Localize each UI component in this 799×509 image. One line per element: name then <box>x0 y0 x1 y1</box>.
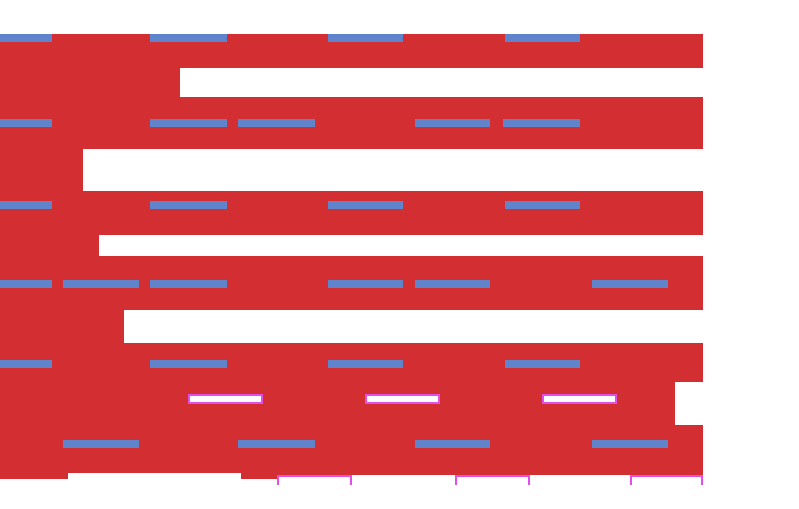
paragraph-gap-4 <box>124 310 799 343</box>
text-bar <box>415 119 490 127</box>
text-bar <box>150 280 227 288</box>
text-bar <box>238 119 315 127</box>
text-bar <box>592 280 668 288</box>
page-body-block <box>0 34 703 479</box>
text-bar <box>0 34 52 42</box>
text-bar <box>150 34 227 42</box>
text-bar <box>328 201 403 209</box>
highlight-bar-1[interactable] <box>188 394 263 404</box>
text-bar <box>505 360 580 368</box>
paragraph-gap-8 <box>530 475 630 509</box>
paragraph-gap-3 <box>99 235 799 256</box>
text-bar <box>238 440 315 448</box>
highlight-bar-6[interactable] <box>630 475 703 485</box>
highlight-bar-2[interactable] <box>365 394 440 404</box>
paragraph-gap-7 <box>352 475 455 509</box>
text-bar <box>0 201 52 209</box>
text-bar <box>63 280 139 288</box>
text-bar <box>150 119 227 127</box>
paragraph-gap-5 <box>675 382 799 425</box>
text-bar <box>63 440 139 448</box>
text-bar <box>0 280 52 288</box>
text-bar <box>328 280 403 288</box>
paragraph-gap-2 <box>83 149 799 191</box>
text-bar <box>415 440 490 448</box>
highlight-bar-3[interactable] <box>542 394 617 404</box>
text-bar <box>505 201 580 209</box>
text-bar <box>505 34 580 42</box>
text-bar <box>415 280 490 288</box>
highlight-bar-4[interactable] <box>277 475 352 485</box>
text-bar <box>150 360 227 368</box>
text-bar <box>0 360 52 368</box>
text-bar <box>592 440 668 448</box>
text-bar <box>503 119 580 127</box>
paragraph-gap-6 <box>68 473 241 509</box>
text-bar <box>328 360 403 368</box>
paragraph-gap-1 <box>180 68 799 97</box>
highlight-bar-5[interactable] <box>455 475 530 485</box>
text-bar <box>328 34 403 42</box>
text-bar <box>0 119 52 127</box>
text-bar <box>150 201 227 209</box>
